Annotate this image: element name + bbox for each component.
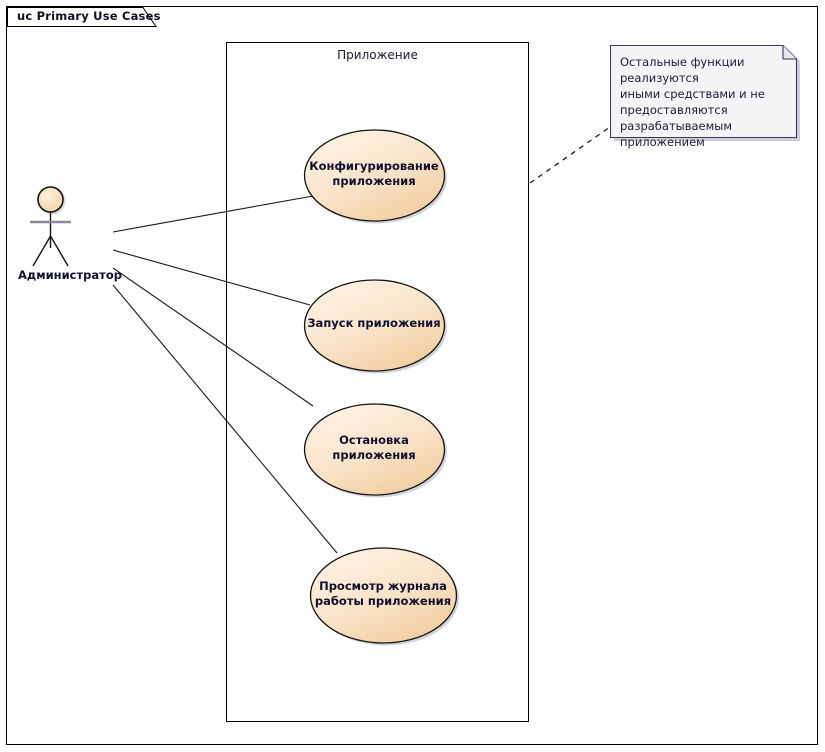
stick-figure-actor-icon	[30, 186, 71, 267]
note-line-3: предоставляются	[620, 103, 728, 117]
usecase-start[interactable]: Запуск приложения	[303, 278, 449, 375]
note-shape	[610, 45, 800, 141]
note-text-group: Остальные функции реализуются иными сред…	[620, 54, 788, 150]
usecase-view-log[interactable]: Просмотр журнала работы приложения	[309, 546, 461, 647]
usecase-stop[interactable]: Остановка приложения	[303, 402, 449, 499]
note-line-4: разрабатываемым приложением	[620, 119, 733, 149]
note-line-1: Остальные функции реализуются	[620, 55, 745, 85]
usecase-ellipse-shape	[309, 547, 459, 646]
note-line-2: иными средствами и не	[620, 87, 765, 101]
actor-label: Администратор	[18, 268, 122, 282]
usecase-configure[interactable]: Конфигурирование приложения	[303, 128, 449, 225]
usecase-ellipse-shape	[303, 279, 447, 374]
actor-administrator[interactable]	[20, 178, 120, 282]
usecase-ellipse-shape	[303, 129, 447, 224]
note-box[interactable]: Остальные функции реализуются иными сред…	[610, 45, 800, 149]
title-tab-shape	[7, 7, 157, 27]
system-boundary-label: Приложение	[337, 48, 418, 62]
diagram-title-label: uc Primary Use Cases	[17, 9, 161, 23]
usecase-ellipse-shape	[303, 403, 447, 498]
